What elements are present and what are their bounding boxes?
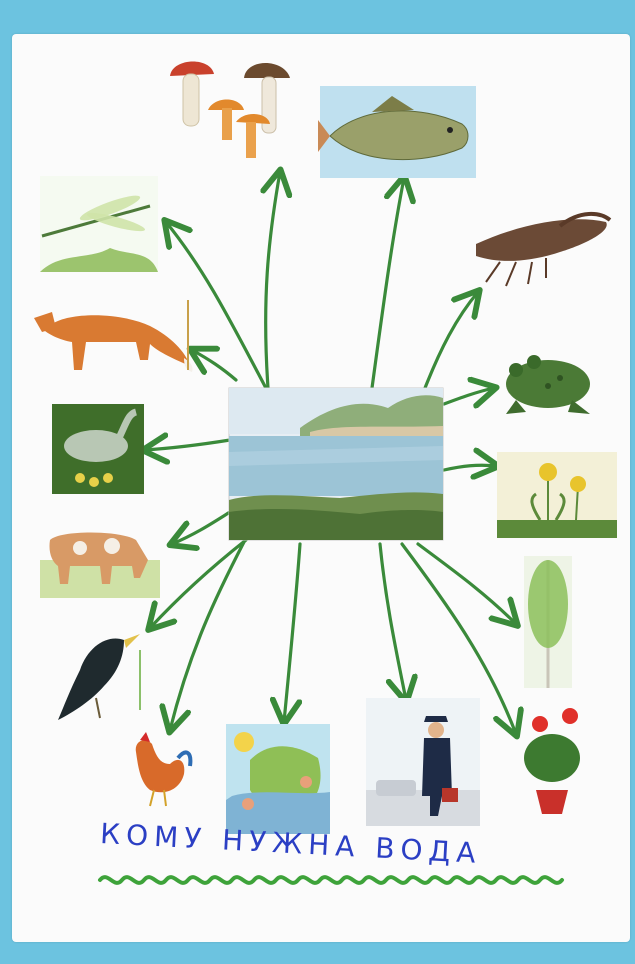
arrow-to-goose	[145, 440, 230, 450]
frog-icon	[506, 355, 590, 414]
arrow-to-frog	[444, 388, 494, 404]
starling-icon	[58, 634, 140, 720]
lake-picture	[229, 388, 443, 540]
arrow-to-pilot	[380, 544, 406, 700]
arrow-to-cow	[172, 512, 230, 544]
arrow-to-rooster	[170, 542, 244, 730]
arrow-to-starling	[150, 540, 246, 628]
goose-icon	[52, 404, 144, 494]
dandelion-icon	[497, 452, 617, 538]
arrow-to-children	[284, 544, 300, 722]
flower-pot-icon	[524, 708, 580, 814]
arrow-to-fish	[372, 178, 404, 388]
arrow-to-crayfish	[425, 292, 478, 388]
arrow-to-dandelion	[444, 465, 496, 470]
crayfish-icon	[476, 214, 610, 286]
man-icon	[366, 698, 480, 826]
children-icon	[226, 724, 330, 834]
birch-icon	[524, 556, 572, 688]
rooster-icon	[136, 732, 191, 806]
arrow-to-fox	[192, 350, 236, 380]
green-underline	[100, 877, 562, 883]
mushroom-icon	[170, 61, 290, 158]
dragonfly-icon	[40, 176, 158, 272]
fish-icon	[318, 86, 476, 178]
cow-icon	[40, 533, 160, 599]
fox-icon	[34, 300, 193, 372]
arrow-to-mushrooms	[266, 172, 280, 388]
